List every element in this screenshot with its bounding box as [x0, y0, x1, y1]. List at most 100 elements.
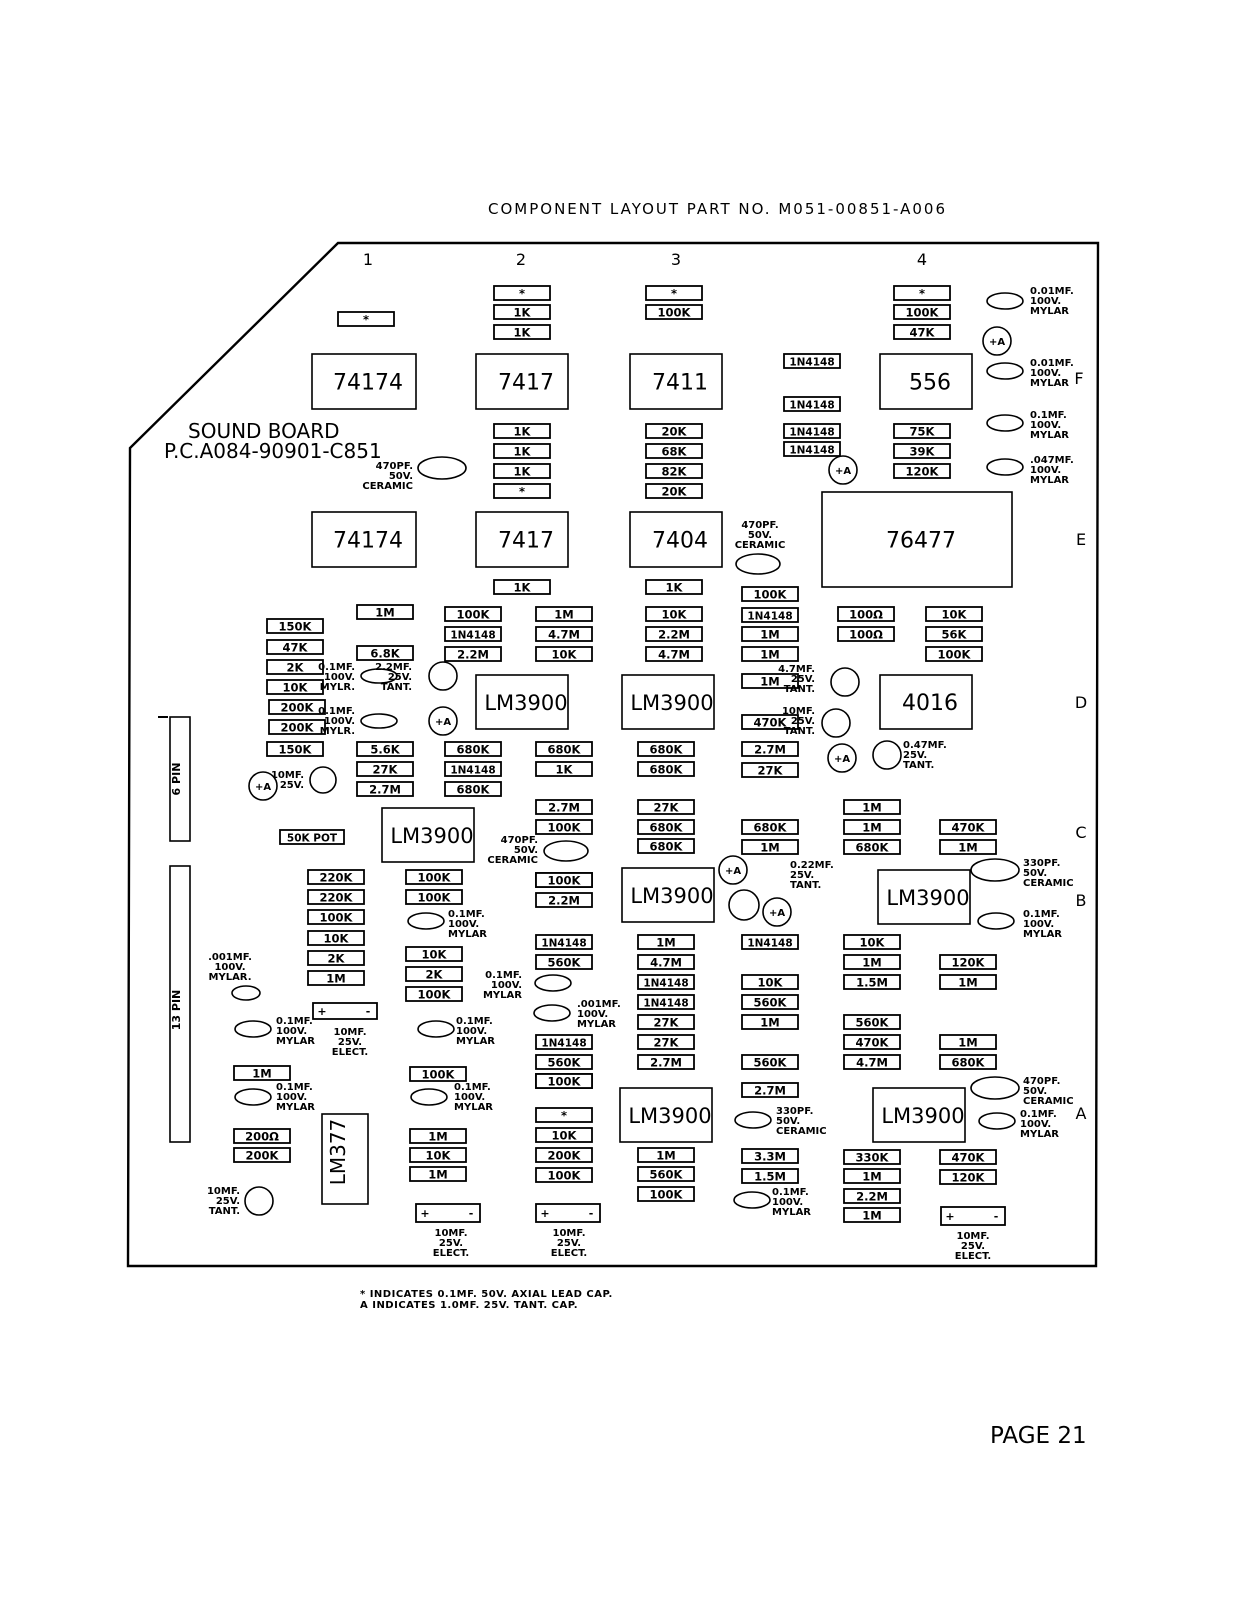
component-box: [637, 838, 695, 854]
component-value-label: 100K: [650, 1188, 684, 1202]
component-value-label: 27K: [758, 764, 784, 778]
ic-package: [321, 1113, 369, 1205]
capacitor-label: MYLAR: [456, 1036, 495, 1047]
component-box: [535, 741, 593, 757]
capacitor-label: TANT.: [209, 1206, 240, 1217]
tantalum-capacitor: [309, 766, 337, 794]
capacitor: [986, 458, 1024, 476]
component-value-label: 200K: [281, 701, 315, 715]
component-value-label: 1M: [862, 801, 881, 815]
capacitor-label: CERAMIC: [487, 855, 538, 866]
capacitor-label: MYLAR: [1030, 430, 1069, 441]
component-value-label: 680K: [457, 783, 491, 797]
component-box: [741, 1082, 799, 1098]
component-box: [405, 966, 463, 982]
row-letter-label: A: [1076, 1104, 1087, 1123]
component-box: [409, 1066, 467, 1082]
component-box: [645, 304, 703, 320]
component-value-label: 4.7M: [658, 648, 690, 662]
component-value-label: 200K: [281, 721, 315, 735]
component-box: [444, 646, 502, 662]
component-box: [741, 626, 799, 642]
capacitor-label: 470PF.: [741, 520, 778, 531]
component-box: [741, 1054, 799, 1070]
component-value-label: 560K: [548, 956, 582, 970]
component-box: [637, 1186, 695, 1202]
component-value-label: 10K: [283, 681, 309, 695]
component-box: [783, 396, 841, 412]
component-box: [535, 1127, 593, 1143]
ic-package: [475, 511, 569, 568]
component-value-label: 5.6K: [370, 743, 400, 757]
component-value-label: 1N4148: [789, 400, 834, 412]
capacitor-label: MYLAR: [1020, 1129, 1059, 1140]
component-value-label: 2.2M: [856, 1190, 888, 1204]
capacitor-label: 50V.: [748, 530, 772, 541]
component-value-label: 1M: [958, 976, 977, 990]
component-value-label: 1N4148: [643, 998, 688, 1010]
ic-package: [621, 674, 715, 730]
ic-label: LM377: [326, 1119, 350, 1186]
component-box: [925, 606, 983, 622]
capacitor: [410, 1088, 448, 1106]
component-box: [637, 954, 695, 970]
tant-cap-marker-label: +A: [435, 717, 451, 728]
capacitor-label: 25V.: [388, 672, 412, 683]
component-value-label: 27K: [373, 763, 399, 777]
component-box: [843, 819, 901, 835]
capacitor-label: 100V.: [577, 1009, 608, 1020]
connector-13-pin: [169, 865, 191, 1143]
capacitor-label: 100V.: [772, 1197, 803, 1208]
connector-6-pin: [169, 716, 191, 842]
capacitor-label: 0.1MF.: [456, 1016, 493, 1027]
component-value-label: 100K: [320, 911, 354, 925]
capacitor-label: 100V.: [1030, 368, 1061, 379]
ic-package: [821, 491, 1013, 588]
polarity-plus: +: [420, 1207, 429, 1220]
board-outline: [126, 241, 1100, 1268]
component-value-label: 2.7M: [650, 1056, 682, 1070]
component-box: [741, 839, 799, 855]
component-box: [939, 1054, 997, 1070]
component-value-label: 2.7M: [548, 801, 580, 815]
capacitor: [534, 974, 572, 992]
component-box: [843, 954, 901, 970]
capacitor: [533, 1004, 571, 1022]
column-number-label: 3: [671, 250, 681, 269]
component-box: [645, 579, 703, 595]
component-box: [444, 741, 502, 757]
component-box: [741, 762, 799, 778]
component-box: [637, 974, 695, 990]
component-box: [843, 1188, 901, 1204]
component-value-label: 2.7M: [754, 743, 786, 757]
component-value-label: 1K: [514, 326, 532, 340]
tantalum-capacitor: [821, 708, 851, 738]
component-box: [843, 799, 901, 815]
component-box: [356, 741, 414, 757]
ic-package: [311, 353, 417, 410]
component-box: [843, 974, 901, 990]
component-value-label: 680K: [856, 841, 890, 855]
component-value-label: 2K: [328, 952, 346, 966]
component-box: [925, 646, 983, 662]
capacitor-label: 100V.: [1030, 420, 1061, 431]
component-box: [535, 1147, 593, 1163]
capacitor-label: 0.47MF.: [903, 740, 947, 751]
component-box: [493, 423, 551, 439]
component-box: [741, 974, 799, 990]
component-value-label: 1N4148: [541, 938, 586, 950]
component-value-label: 470K: [856, 1036, 890, 1050]
component-box: [535, 646, 593, 662]
capacitor-label: TANT.: [903, 760, 934, 771]
tant-cap-marker-label: +A: [255, 782, 271, 793]
capacitor-label: 25V.: [791, 716, 815, 727]
component-value-label: 1.5M: [754, 1170, 786, 1184]
capacitor-label: MYLAR: [276, 1036, 315, 1047]
component-value-label: 10K: [860, 936, 886, 950]
component-value-label: 220K: [320, 871, 354, 885]
tant-cap-marker: [428, 706, 458, 736]
component-value-label: 3.3M: [754, 1150, 786, 1164]
component-value-label: 100K: [418, 988, 452, 1002]
ic-package: [475, 353, 569, 410]
capacitor-label: MYLAR.: [209, 972, 252, 983]
